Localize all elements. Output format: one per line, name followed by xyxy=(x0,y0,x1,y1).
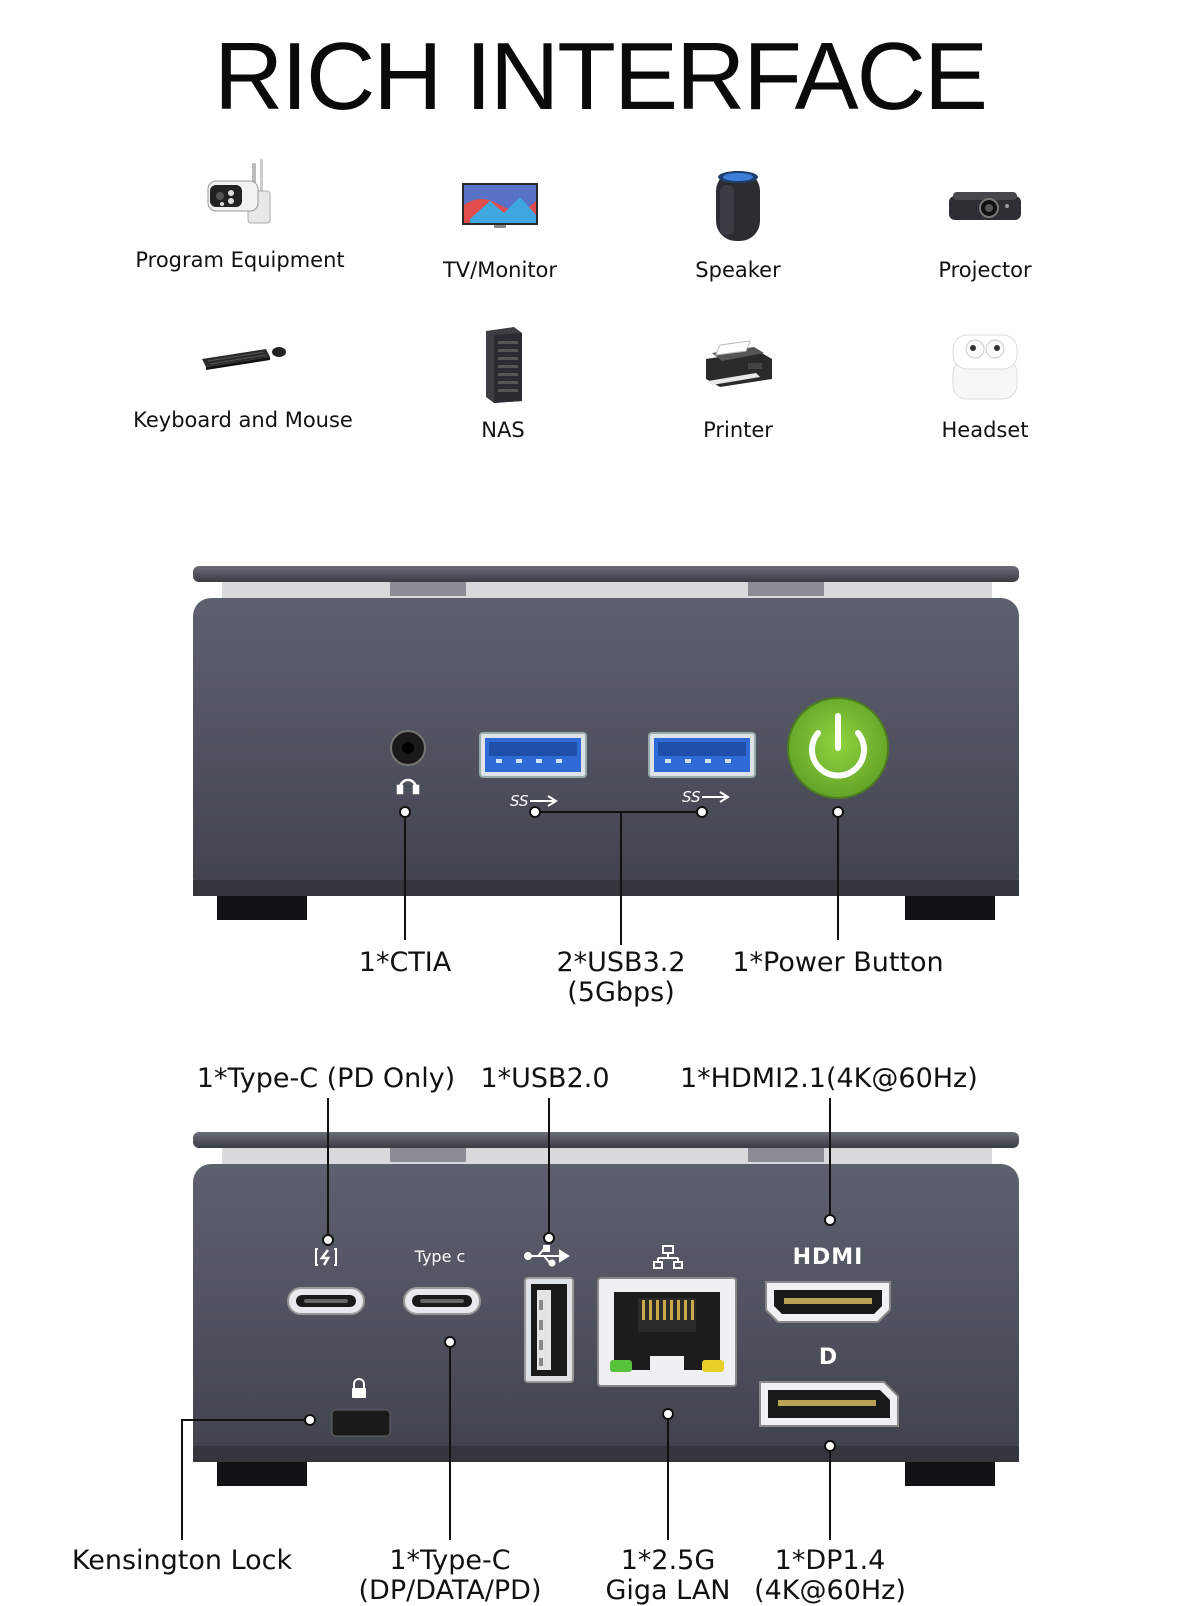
device-tv-monitor: TV/Monitor xyxy=(375,160,625,282)
network-icon xyxy=(653,1245,683,1269)
device-label: Headset xyxy=(941,418,1029,442)
projector-icon xyxy=(860,160,1110,250)
device-label: Program Equipment xyxy=(135,248,345,272)
device-label: Printer xyxy=(703,418,773,442)
device-label: Projector xyxy=(938,258,1032,282)
power-button[interactable] xyxy=(787,697,889,799)
device-label: Speaker xyxy=(695,258,781,282)
displayport-port xyxy=(759,1381,899,1427)
usb32-label: 2*USB3.2 (5Gbps) xyxy=(556,947,686,1008)
device-label: NAS xyxy=(481,418,525,442)
keyboard-mouse-icon xyxy=(118,310,368,400)
pd-charge-icon xyxy=(315,1248,337,1266)
power-icon xyxy=(809,730,867,779)
page-title: RICH INTERFACE xyxy=(213,23,988,130)
hdmi-port xyxy=(765,1281,891,1323)
ss-usb-icon: SS xyxy=(510,792,558,810)
device-projector: Projector xyxy=(860,160,1110,282)
hdmi-label: 1*HDMI2.1(4K@60Hz) xyxy=(680,1063,978,1094)
smart-speaker-icon xyxy=(613,160,863,250)
usb20-label: 1*USB2.0 xyxy=(480,1063,610,1094)
usb20-port xyxy=(524,1277,574,1383)
headset-icon xyxy=(396,778,420,795)
printer-icon xyxy=(613,320,863,410)
nas-server-icon xyxy=(378,320,628,410)
device-keyboard-mouse: Keyboard and Mouse xyxy=(118,310,368,432)
ctia-audio-jack xyxy=(390,730,426,766)
hdmi-logo: HDMI xyxy=(793,1245,864,1270)
svg-text:SS: SS xyxy=(682,788,701,806)
lock-icon xyxy=(352,1378,366,1398)
ctia-label: 1*CTIA xyxy=(358,947,452,978)
device-label: TV/Monitor xyxy=(442,258,558,282)
typec-dp-port xyxy=(403,1287,481,1315)
device-label: Keyboard and Mouse xyxy=(133,408,353,432)
device-speaker: Speaker xyxy=(613,160,863,282)
ss-usb-icon: SS xyxy=(682,788,730,806)
typec-dp-label: 1*Type-C (DP/DATA/PD) xyxy=(358,1545,542,1606)
power-button-label: 1*Power Button xyxy=(732,947,944,978)
kensington-lock-label: Kensington Lock xyxy=(71,1545,293,1576)
kensington-lock-slot xyxy=(331,1409,391,1437)
typec-pd-port xyxy=(287,1287,365,1315)
monitor-icon xyxy=(375,160,625,250)
usb32-port-2 xyxy=(648,732,756,778)
lan-label: 1*2.5G Giga LAN xyxy=(605,1545,731,1606)
typec-pd-label: 1*Type-C (PD Only) xyxy=(196,1063,456,1094)
usb32-port-1 xyxy=(479,732,587,778)
earbuds-icon xyxy=(860,320,1110,410)
security-camera-icon xyxy=(115,150,365,240)
dp-label: 1*DP1.4 (4K@60Hz) xyxy=(754,1545,906,1606)
usb-icon xyxy=(524,1245,570,1267)
typec-printed-label: Type c xyxy=(414,1247,466,1266)
ethernet-port xyxy=(597,1277,737,1387)
device-headset: Headset xyxy=(860,320,1110,442)
device-printer: Printer xyxy=(613,320,863,442)
dp-logo: D xyxy=(819,1345,837,1370)
device-nas: NAS xyxy=(378,320,628,442)
svg-text:SS: SS xyxy=(510,792,529,810)
device-program-equipment: Program Equipment xyxy=(115,150,365,272)
